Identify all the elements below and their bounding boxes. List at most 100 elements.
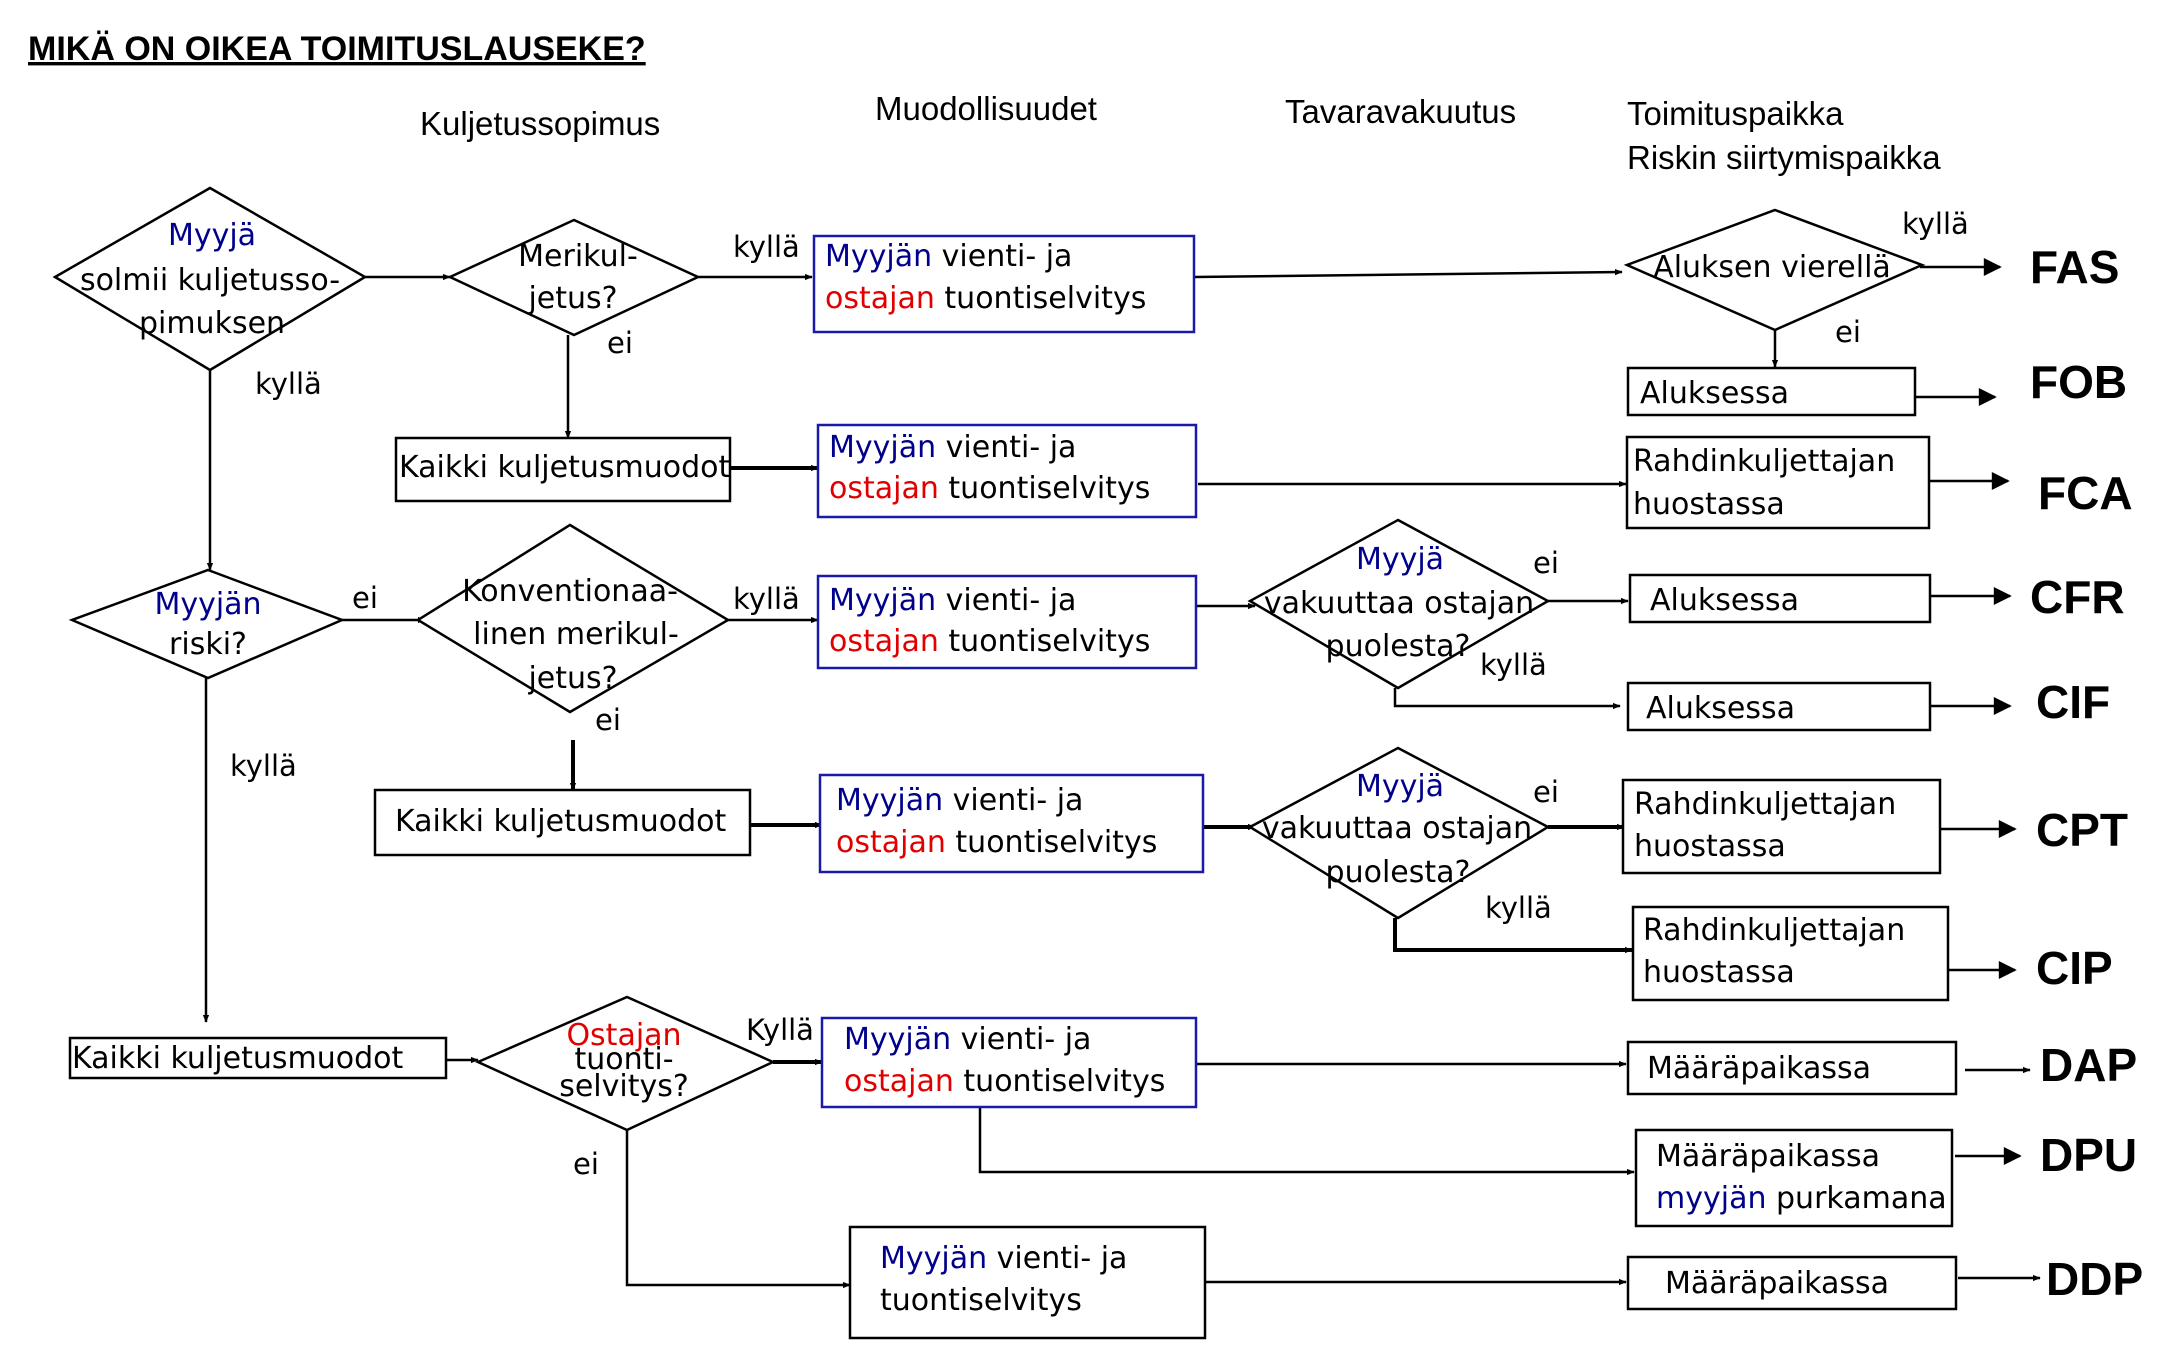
box-carrier-custody-cpt: Rahdinkuljettajan huostassa bbox=[1621, 778, 1942, 875]
svg-text:ostajan tuontiselvitys: ostajan tuontiselvitys bbox=[829, 624, 1150, 659]
label-no: ei bbox=[1533, 775, 1559, 809]
svg-text:Myyjän vienti- ja: Myyjän vienti- ja bbox=[829, 583, 1076, 618]
connector bbox=[1194, 268, 1623, 279]
decision-text: puolesta? bbox=[1326, 855, 1471, 890]
connector bbox=[978, 1107, 1635, 1176]
decision-seller-insures-sea: Myyjä vakuuttaa ostajan puolesta? bbox=[1247, 518, 1551, 690]
label-no: ei bbox=[595, 703, 621, 737]
decision-text: jetus? bbox=[527, 661, 617, 696]
term-cip: CIP bbox=[2036, 942, 2113, 994]
box-destination-unloaded-dpu: Määräpaikassa myyjän purkamana bbox=[1634, 1128, 1954, 1228]
decision-text: Myyjä bbox=[1356, 769, 1444, 804]
svg-text:myyjän purkamana: myyjän purkamana bbox=[1656, 1181, 1947, 1216]
svg-text:huostassa: huostassa bbox=[1633, 487, 1785, 522]
box-all-transport-modes: Kaikki kuljetusmuodot bbox=[68, 1036, 448, 1080]
svg-text:Aluksessa: Aluksessa bbox=[1640, 376, 1789, 411]
decision-text: riski? bbox=[169, 627, 247, 662]
label-yes: kyllä bbox=[1902, 207, 1969, 241]
page-title: MIKÄ ON OIKEA TOIMITUSLAUSEKE? bbox=[28, 30, 646, 68]
term-fob: FOB bbox=[2030, 356, 2127, 408]
decision-text: Ostajan bbox=[566, 1018, 681, 1053]
svg-text:Myyjän vienti- ja: Myyjän vienti- ja bbox=[836, 783, 1083, 818]
decision-text: selvitys? bbox=[559, 1069, 689, 1104]
box-seller-export-buyer-import: Myyjän vienti- ja ostajan tuontiselvitys bbox=[820, 1016, 1198, 1109]
term-ddp: DDP bbox=[2046, 1253, 2143, 1305]
label-yes: kyllä bbox=[1485, 891, 1552, 925]
svg-text:Määräpaikassa: Määräpaikassa bbox=[1665, 1266, 1889, 1301]
label-yes: kyllä bbox=[255, 367, 322, 401]
decision-text: solmii kuljetusso- bbox=[80, 263, 340, 298]
decision-text: Myyjä bbox=[168, 218, 256, 253]
svg-text:Rahdinkuljettajan: Rahdinkuljettajan bbox=[1634, 787, 1896, 822]
box-destination-dap: Määräpaikassa bbox=[1626, 1040, 1958, 1096]
label-yes: kyllä bbox=[1480, 648, 1547, 682]
column-header-transport: Kuljetussopimus bbox=[420, 105, 660, 142]
label-yes: kyllä bbox=[733, 582, 800, 616]
decision-seller-risk: Myyjän riski? bbox=[68, 568, 346, 680]
svg-text:Myyjän vienti- ja: Myyjän vienti- ja bbox=[825, 239, 1072, 274]
term-cpt: CPT bbox=[2036, 804, 2128, 856]
decision-conventional-sea-transport: Konventionaa- linen merikul- jetus? bbox=[415, 523, 731, 714]
decision-text: linen merikul- bbox=[473, 617, 679, 652]
term-dpu: DPU bbox=[2040, 1129, 2137, 1181]
column-header-risk-transfer: Riskin siirtymispaikka bbox=[1627, 139, 1941, 176]
decision-buyer-import-clearance: Ostajan tuonti- selvitys? bbox=[474, 995, 777, 1132]
decision-text: Aluksen vierellä bbox=[1653, 250, 1891, 285]
svg-text:Rahdinkuljettajan: Rahdinkuljettajan bbox=[1633, 444, 1895, 479]
label-no: ei bbox=[1835, 315, 1861, 349]
label-no: ei bbox=[607, 326, 633, 360]
decision-alongside-ship: Aluksen vierellä bbox=[1623, 208, 1926, 332]
term-cif: CIF bbox=[2036, 676, 2110, 728]
svg-text:huostassa: huostassa bbox=[1643, 955, 1795, 990]
svg-text:ostajan tuontiselvitys: ostajan tuontiselvitys bbox=[844, 1064, 1165, 1099]
svg-text:ostajan tuontiselvitys: ostajan tuontiselvitys bbox=[836, 825, 1157, 860]
decision-text: puolesta? bbox=[1326, 629, 1471, 664]
box-seller-export-buyer-import: Myyjän vienti- ja ostajan tuontiselvitys bbox=[816, 423, 1198, 519]
connector bbox=[1393, 918, 1633, 954]
label-no: ei bbox=[1533, 546, 1559, 580]
decision-text: pimuksen bbox=[139, 306, 285, 341]
svg-text:Myyjän vienti- ja: Myyjän vienti- ja bbox=[829, 430, 1076, 465]
svg-text:ostajan tuontiselvitys: ostajan tuontiselvitys bbox=[829, 471, 1150, 506]
svg-text:tuontiselvitys: tuontiselvitys bbox=[880, 1283, 1082, 1318]
label-yes: kyllä bbox=[733, 230, 800, 264]
connector bbox=[1393, 688, 1621, 710]
decision-text: Myyjän bbox=[154, 587, 261, 622]
decision-text: Merikul- bbox=[518, 239, 638, 274]
term-cfr: CFR bbox=[2030, 571, 2125, 623]
box-seller-export-buyer-import: Myyjän vienti- ja ostajan tuontiselvitys bbox=[818, 773, 1205, 874]
svg-text:Kaikki kuljetusmuodot: Kaikki kuljetusmuodot bbox=[72, 1041, 403, 1076]
label-yes: kyllä bbox=[230, 749, 297, 783]
svg-text:Aluksessa: Aluksessa bbox=[1650, 583, 1799, 618]
svg-text:Myyjän vienti- ja: Myyjän vienti- ja bbox=[844, 1022, 1091, 1057]
decision-text: vakuuttaa ostajan bbox=[1262, 811, 1532, 846]
label-no: ei bbox=[573, 1147, 599, 1181]
decision-seller-insures-all-modes: Myyjä vakuuttaa ostajan puolesta? bbox=[1247, 746, 1551, 920]
box-carrier-custody-fca: Rahdinkuljettajan huostassa bbox=[1625, 435, 1931, 530]
box-carrier-custody-cip: Rahdinkuljettajan huostassa bbox=[1631, 905, 1950, 1002]
label-yes: Kyllä bbox=[746, 1013, 814, 1047]
svg-text:Myyjän vienti- ja: Myyjän vienti- ja bbox=[880, 1241, 1127, 1276]
box-seller-export-buyer-import: Myyjän vienti- ja ostajan tuontiselvitys bbox=[812, 234, 1196, 334]
box-destination-ddp: Määräpaikassa bbox=[1626, 1255, 1958, 1311]
svg-text:Aluksessa: Aluksessa bbox=[1646, 691, 1795, 726]
svg-text:Määräpaikassa: Määräpaikassa bbox=[1647, 1051, 1871, 1086]
decision-text: tuonti- bbox=[574, 1042, 673, 1077]
term-fas: FAS bbox=[2030, 241, 2119, 293]
box-all-transport-modes: Kaikki kuljetusmuodot bbox=[373, 788, 752, 857]
box-on-board-cfr: Aluksessa bbox=[1628, 573, 1932, 624]
column-header-insurance: Tavaravakuutus bbox=[1285, 93, 1516, 130]
svg-text:Määräpaikassa: Määräpaikassa bbox=[1656, 1139, 1880, 1174]
connector bbox=[625, 1130, 851, 1289]
box-seller-export-buyer-import: Myyjän vienti- ja ostajan tuontiselvitys bbox=[816, 574, 1198, 670]
decision-text: Myyjä bbox=[1356, 542, 1444, 577]
svg-text:Rahdinkuljettajan: Rahdinkuljettajan bbox=[1643, 913, 1905, 948]
decision-text: jetus? bbox=[527, 281, 617, 316]
term-fca: FCA bbox=[2038, 467, 2133, 519]
decision-seller-contracts-transport: Myyjä solmii kuljetusso- pimuksen bbox=[52, 186, 368, 372]
svg-text:Kaikki kuljetusmuodot: Kaikki kuljetusmuodot bbox=[399, 450, 730, 485]
decision-text: Konventionaa- bbox=[462, 574, 678, 609]
decision-text: vakuuttaa ostajan bbox=[1264, 586, 1534, 621]
column-header-delivery-place: Toimituspaikka bbox=[1627, 95, 1844, 132]
